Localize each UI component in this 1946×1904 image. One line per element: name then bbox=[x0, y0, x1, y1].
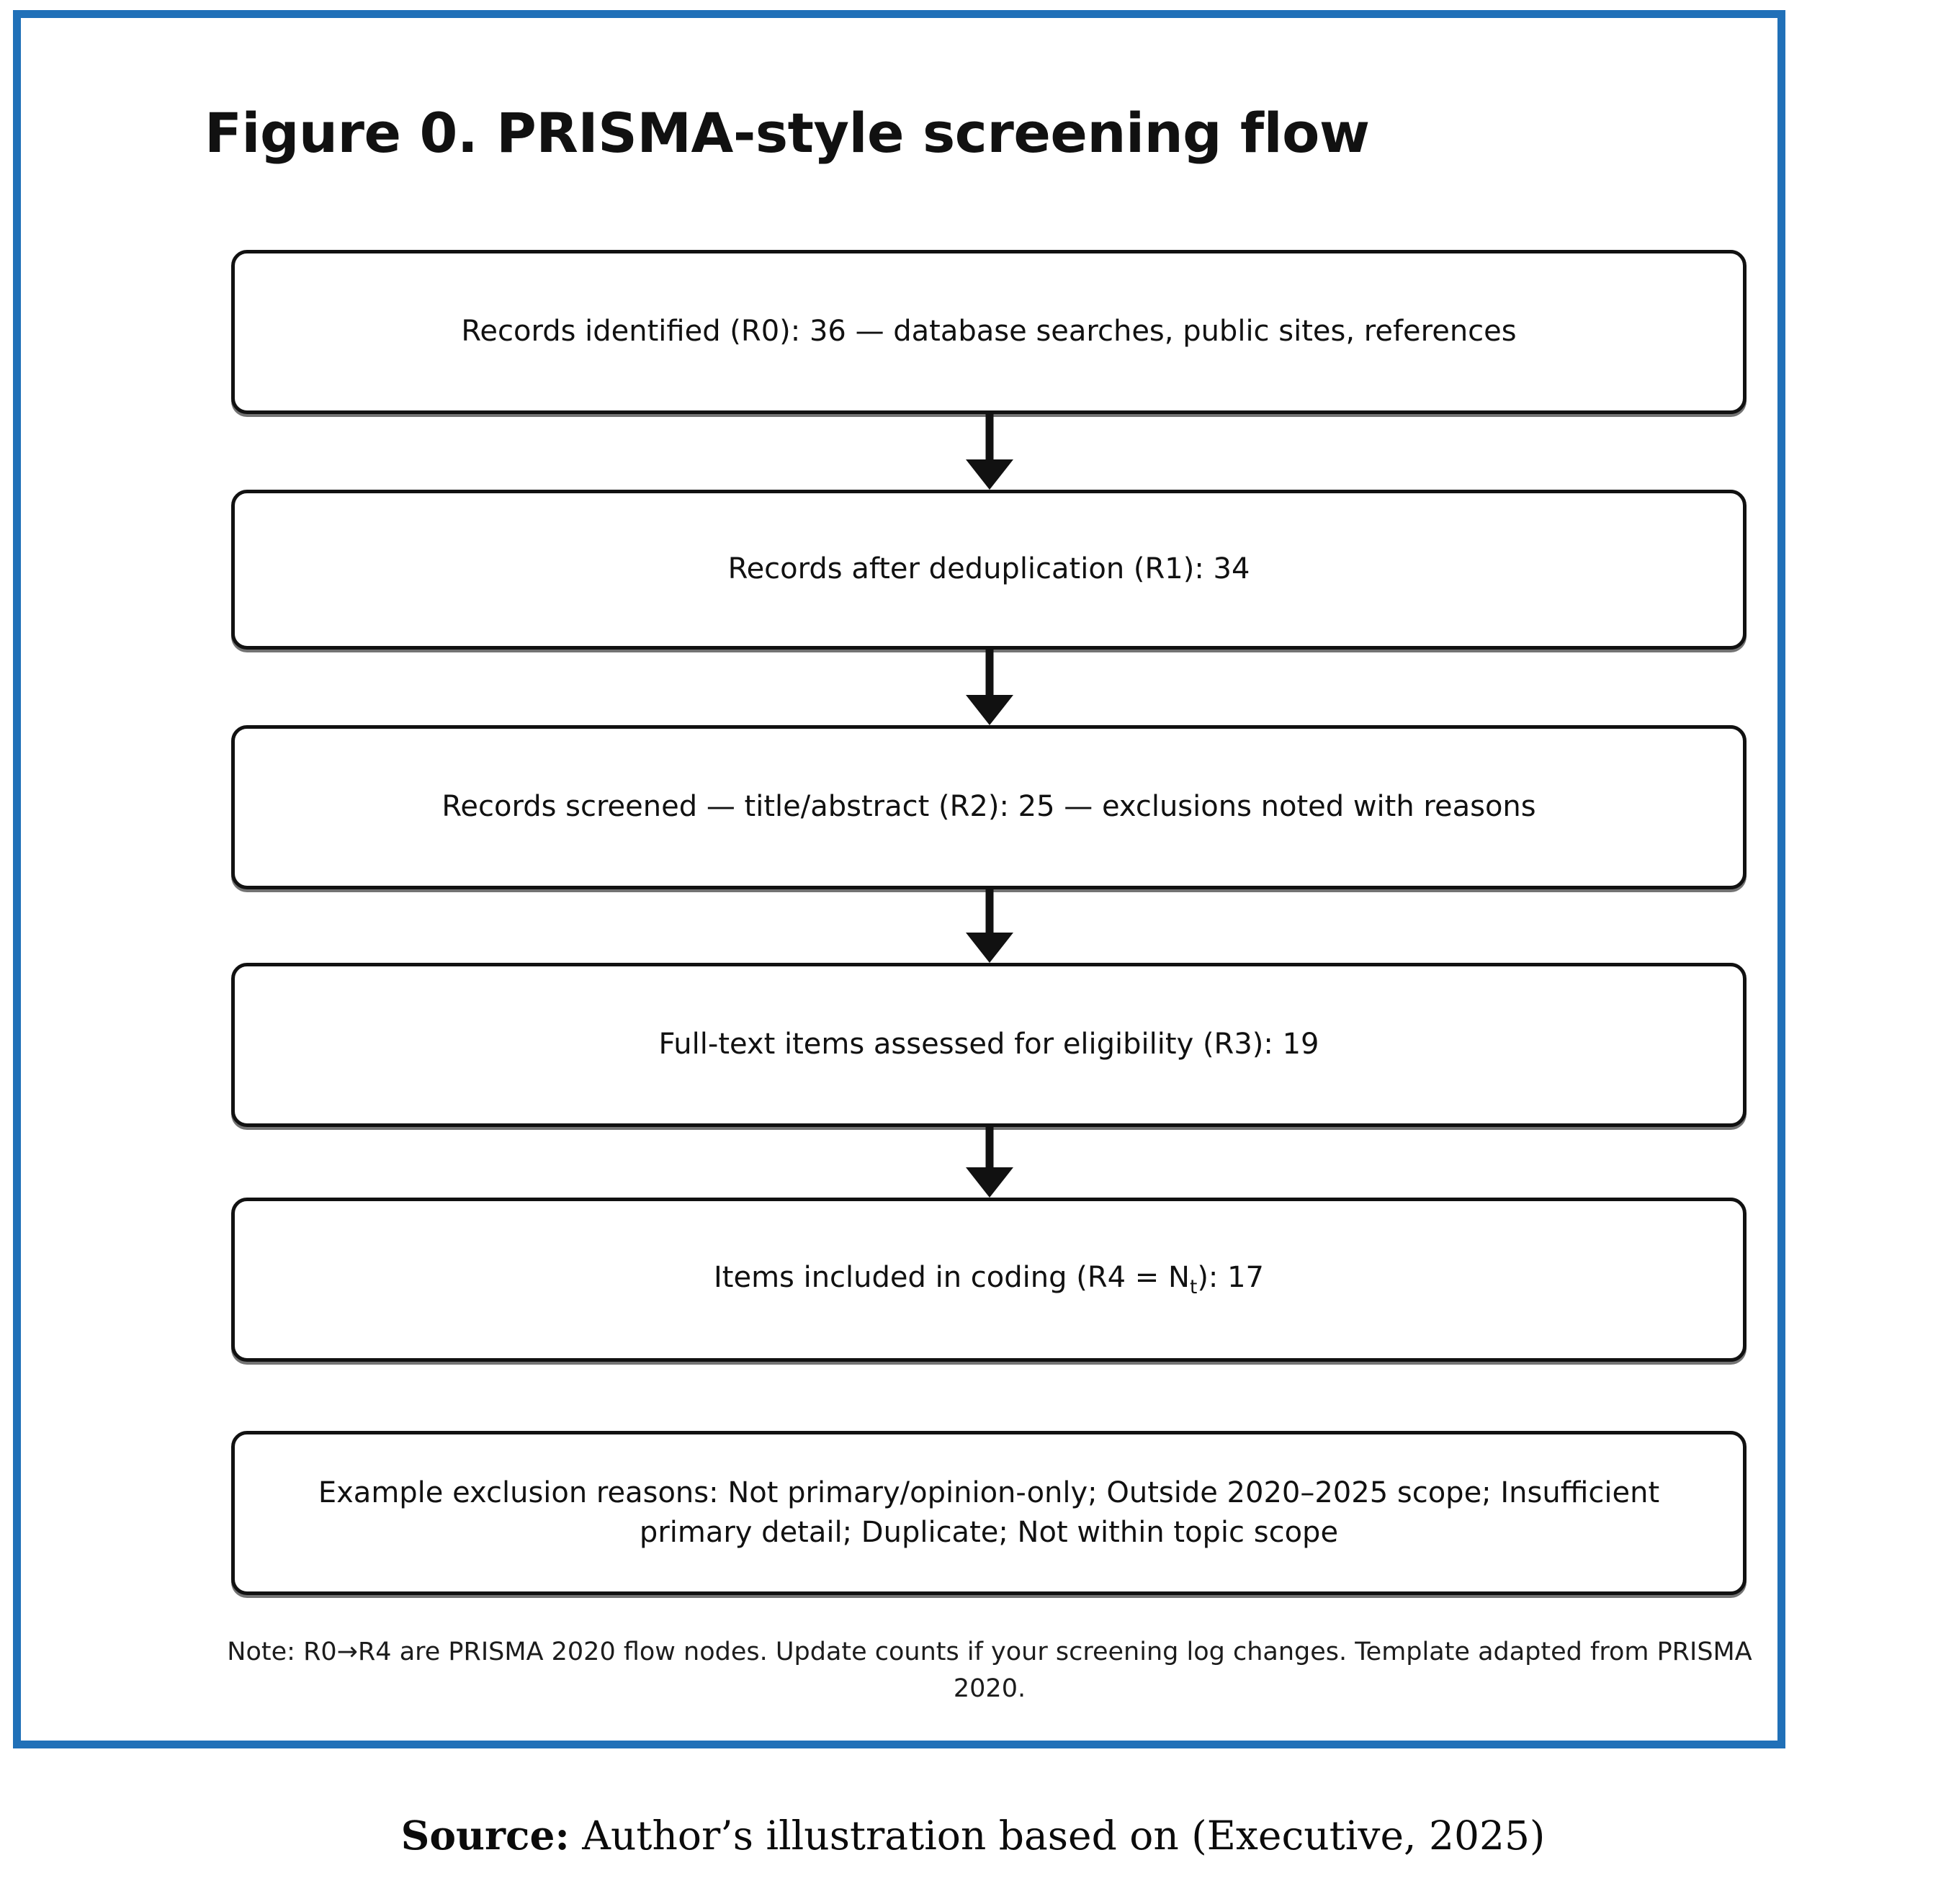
source-label: Source: bbox=[400, 1812, 570, 1859]
arrow-shaft bbox=[985, 1127, 994, 1167]
flow-node-r2-label: Records screened — title/abstract (R2): … bbox=[441, 790, 1536, 824]
page-title: Figure 0. PRISMA-style screening flow bbox=[205, 101, 1370, 165]
source-caption: Source: Author’s illustration based on (… bbox=[0, 1812, 1946, 1859]
figure-panel: Figure 0. PRISMA-style screening flow Re… bbox=[13, 10, 1785, 1748]
arrow-head-down-icon bbox=[966, 1167, 1013, 1198]
connector-arrow-r0-r1 bbox=[966, 414, 1013, 490]
flow-node-r3: Full-text items assessed for eligibility… bbox=[231, 963, 1747, 1127]
flow-node-r4-subscript: t bbox=[1189, 1276, 1198, 1299]
flow-node-r4-label: Items included in coding (R4 = Nt): 17 bbox=[285, 1258, 1692, 1301]
exclusion-reasons-box: Example exclusion reasons: Not primary/o… bbox=[231, 1431, 1747, 1595]
flow-node-r4: Items included in coding (R4 = Nt): 17 bbox=[231, 1198, 1747, 1362]
arrow-head-down-icon bbox=[966, 933, 1013, 963]
arrow-head-down-icon bbox=[966, 695, 1013, 725]
source-text: Author’s illustration based on (Executiv… bbox=[569, 1813, 1546, 1859]
connector-arrow-r1-r2 bbox=[966, 650, 1013, 725]
flow-node-r4-prefix: Items included in coding (R4 = N bbox=[713, 1261, 1190, 1295]
flow-node-r1: Records after deduplication (R1): 34 bbox=[231, 490, 1747, 650]
connector-arrow-r2-r3 bbox=[966, 889, 1013, 963]
flow-node-r3-label: Full-text items assessed for eligibility… bbox=[658, 1028, 1319, 1061]
flow-node-r2: Records screened — title/abstract (R2): … bbox=[231, 725, 1747, 889]
arrow-head-down-icon bbox=[966, 459, 1013, 490]
flow-node-r1-label: Records after deduplication (R1): 34 bbox=[727, 552, 1250, 586]
arrow-shaft bbox=[985, 414, 994, 459]
connector-arrow-r3-r4 bbox=[966, 1127, 1013, 1198]
flow-node-r0: Records identified (R0): 36 — database s… bbox=[231, 250, 1747, 414]
arrow-shaft bbox=[985, 889, 994, 933]
arrow-shaft bbox=[985, 650, 994, 695]
flow-node-r4-suffix: ): 17 bbox=[1197, 1261, 1265, 1295]
figure-note: Note: R0→R4 are PRISMA 2020 flow nodes. … bbox=[227, 1638, 1752, 1703]
flow-node-r0-label: Records identified (R0): 36 — database s… bbox=[461, 315, 1517, 349]
exclusion-reasons-label: Example exclusion reasons: Not primary/o… bbox=[318, 1476, 1660, 1549]
